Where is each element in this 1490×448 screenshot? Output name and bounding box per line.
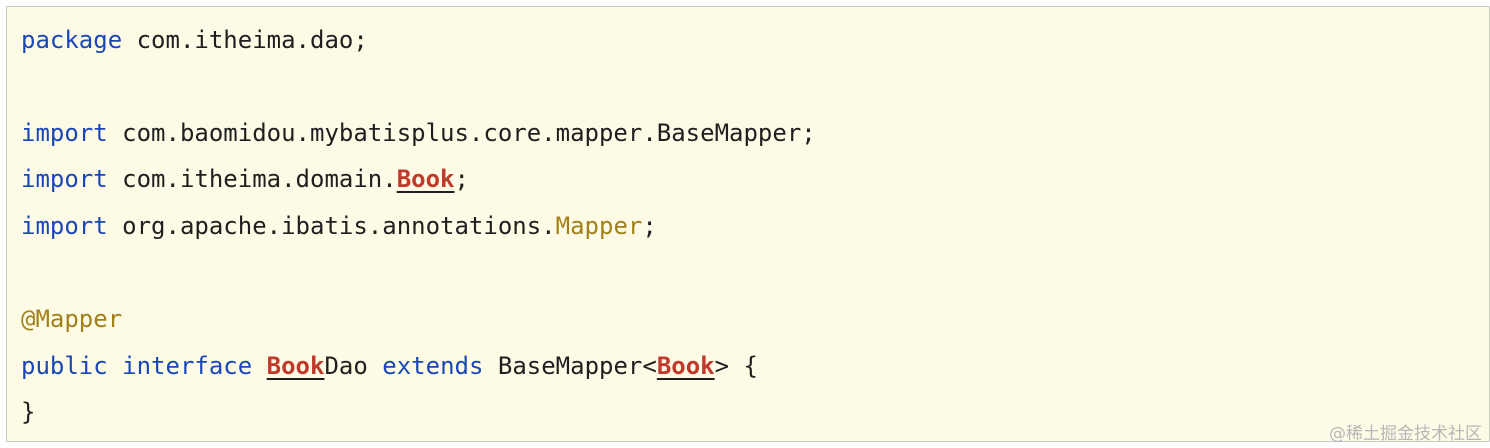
code-line-closing-brace: } [21,392,35,432]
keyword-import: import [21,165,108,193]
package-name: com.itheima.dao; [122,26,368,54]
unresolved-type-book: Book [656,352,715,380]
import-path-basemapper: com.baomidou.mybatisplus.core.mapper.Bas… [107,119,816,147]
import-path-annotations: org.apache.ibatis.annotations. [107,212,556,240]
keyword-interface: interface [122,352,253,380]
code-line-interface-declaration: public interface BookDao extends BaseMap… [21,346,758,386]
base-mapper-type: BaseMapper< [483,352,657,380]
unresolved-type-book: Book [396,165,455,193]
code-line-import-mapper: import org.apache.ibatis.annotations.Map… [21,206,657,246]
keyword-extends: extends [382,352,484,380]
import-path-domain: com.itheima.domain. [107,165,397,193]
code-line-package: package com.itheima.dao; [21,20,368,60]
keyword-public: public [21,352,108,380]
generic-close-brace: > { [714,352,758,380]
semicolon: ; [454,165,469,193]
mapper-annotation: @Mapper [21,305,123,333]
code-line-import-book: import com.itheima.domain.Book; [21,159,469,199]
unresolved-type-book: Book [266,352,325,380]
closing-brace: } [21,398,36,426]
code-block: package com.itheima.dao; import com.baom… [6,6,1490,442]
annotation-type-mapper: Mapper [555,212,643,240]
interface-name-suffix: Dao [324,352,368,380]
watermark: @稀土掘金技术社区 [1329,424,1482,444]
code-line-import-basemapper: import com.baomidou.mybatisplus.core.map… [21,113,816,153]
keyword-import: import [21,119,108,147]
semicolon: ; [642,212,657,240]
keyword-import: import [21,212,108,240]
keyword-package: package [21,26,123,54]
code-line-annotation: @Mapper [21,299,122,339]
